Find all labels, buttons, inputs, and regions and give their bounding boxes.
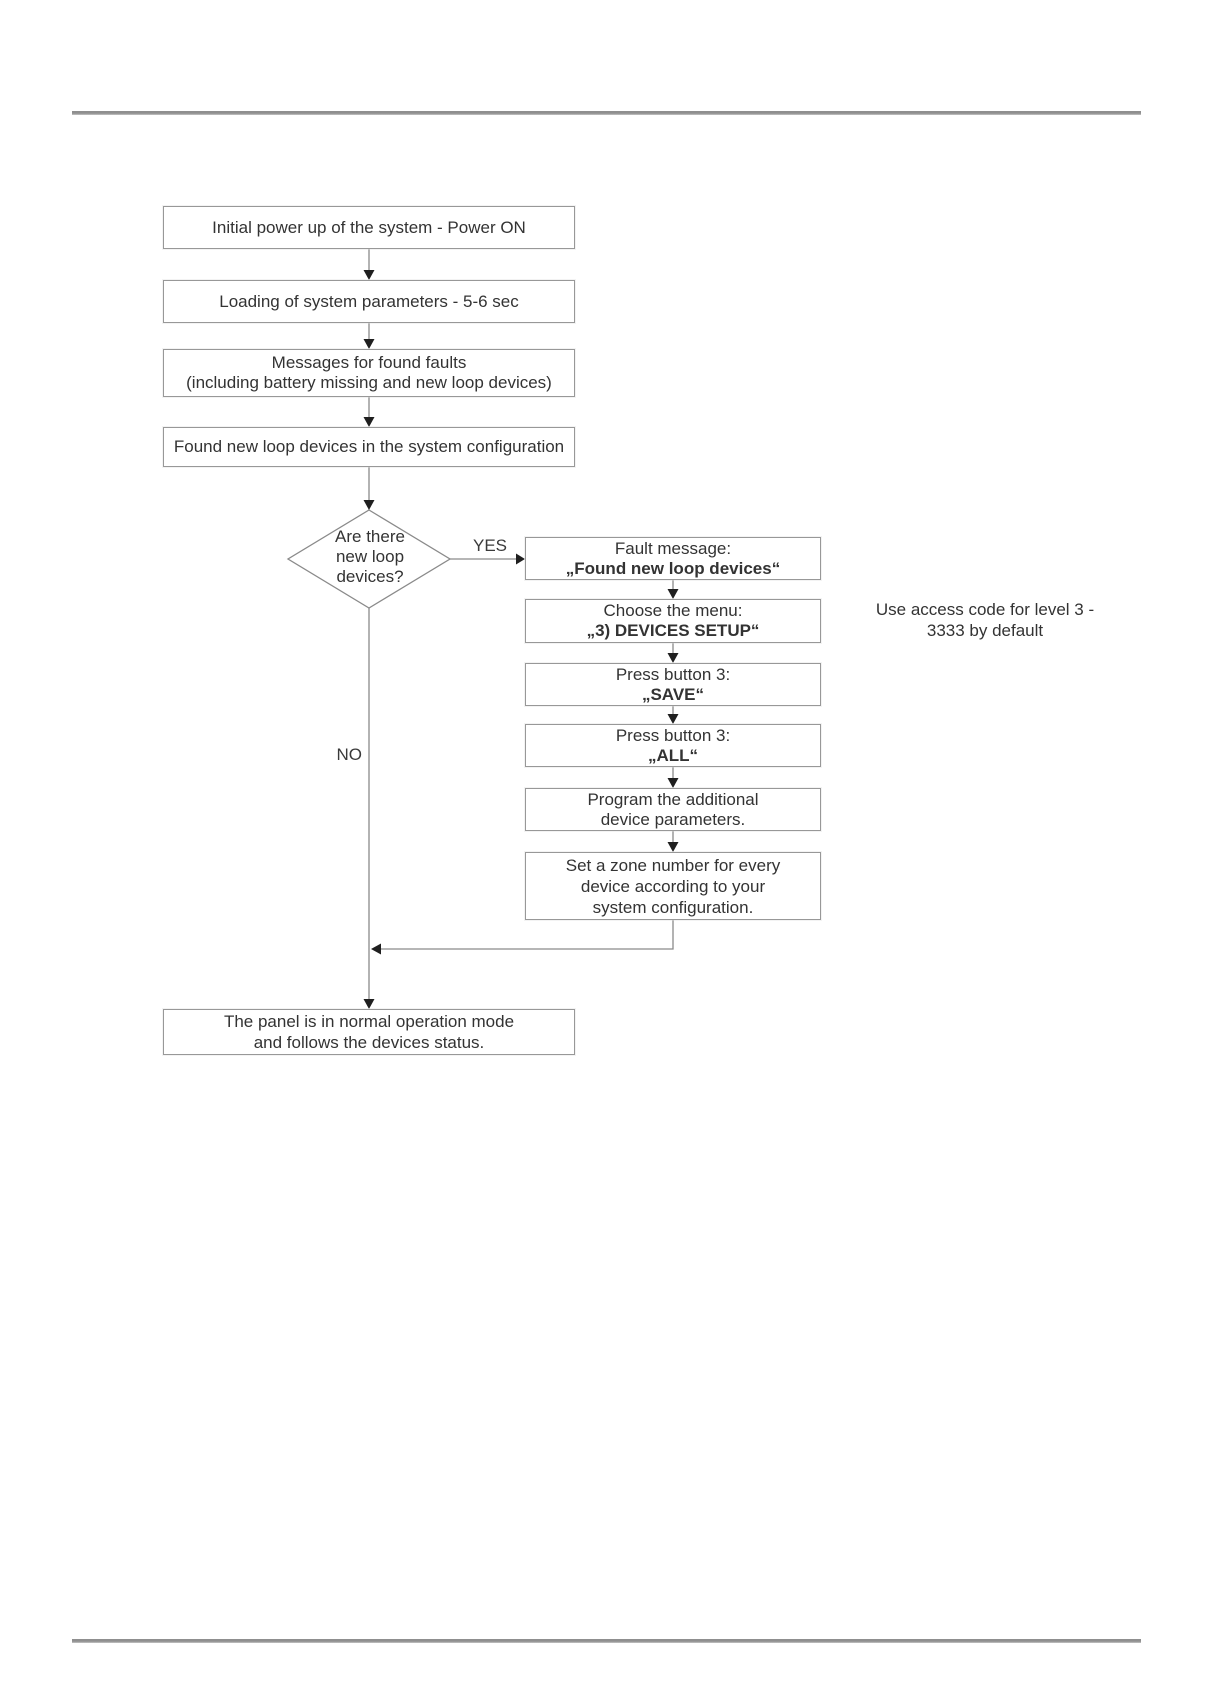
- step-fault-messages-box: Messages for found faults (including bat…: [163, 349, 575, 397]
- step-text: Program the additional: [587, 789, 759, 809]
- step-text-bold: „SAVE“: [641, 684, 705, 704]
- step-loading-parameters-box: Loading of system parameters - 5-6 sec: [163, 280, 575, 323]
- no-branch-label: NO: [336, 745, 363, 764]
- top-divider: [72, 111, 1141, 115]
- step-choose-menu-box: Choose the menu: „3) DEVICES SETUP“: [525, 599, 821, 643]
- step-text: Set a zone number for every: [565, 855, 781, 875]
- connector-arrowheads: [363, 270, 679, 1009]
- access-code-note: Use access code for level 3 - 3333 by de…: [834, 599, 1136, 641]
- step-text: Initial power up of the system - Power O…: [212, 217, 526, 237]
- note-text: 3333 by default: [926, 621, 1044, 640]
- bottom-divider: [72, 1639, 1141, 1643]
- step-text-bold: „3) DEVICES SETUP“: [586, 621, 760, 640]
- step-text: Found new loop devices in the system con…: [173, 437, 565, 456]
- step-text: The panel is in normal operation mode: [223, 1012, 515, 1031]
- step-text-bold: „ALL“: [647, 745, 699, 765]
- decision-diamond: [286, 509, 452, 609]
- step-text: device parameters.: [600, 809, 746, 829]
- step-text: (including battery missing and new loop …: [186, 373, 552, 392]
- step-text: device according to your: [580, 876, 766, 896]
- step-press-save-box: Press button 3: „SAVE“: [525, 663, 821, 706]
- step-text: system configuration.: [592, 897, 754, 917]
- step-fault-message-box: Fault message: „Found new loop devices“: [525, 537, 821, 580]
- yes-branch-label: YES: [472, 536, 508, 555]
- step-text-bold: „Found new loop devices“: [565, 558, 781, 578]
- note-text: Use access code for level 3 -: [875, 600, 1095, 619]
- step-text: Fault message:: [614, 538, 732, 558]
- decision-text: Are there: [335, 527, 405, 546]
- decision-text: new loop: [335, 547, 405, 566]
- decision-diamond-label: Are there new loop devices?: [309, 527, 431, 587]
- step-set-zone-box: Set a zone number for every device accor…: [525, 852, 821, 920]
- step-text: Messages for found faults: [271, 353, 467, 372]
- step-normal-operation-box: The panel is in normal operation mode an…: [163, 1009, 575, 1055]
- step-program-parameters-box: Program the additional device parameters…: [525, 788, 821, 831]
- step-text: Loading of system parameters - 5-6 sec: [219, 291, 519, 311]
- step-text: Press button 3:: [615, 664, 731, 684]
- step-text: and follows the devices status.: [253, 1033, 485, 1052]
- step-initial-power-box: Initial power up of the system - Power O…: [163, 206, 575, 249]
- step-text: Choose the menu:: [603, 601, 743, 620]
- step-press-all-box: Press button 3: „ALL“: [525, 724, 821, 767]
- step-text: Press button 3:: [615, 725, 731, 745]
- step-found-devices-box: Found new loop devices in the system con…: [163, 427, 575, 467]
- connector-lines: [368, 249, 674, 1000]
- decision-text: devices?: [336, 567, 404, 586]
